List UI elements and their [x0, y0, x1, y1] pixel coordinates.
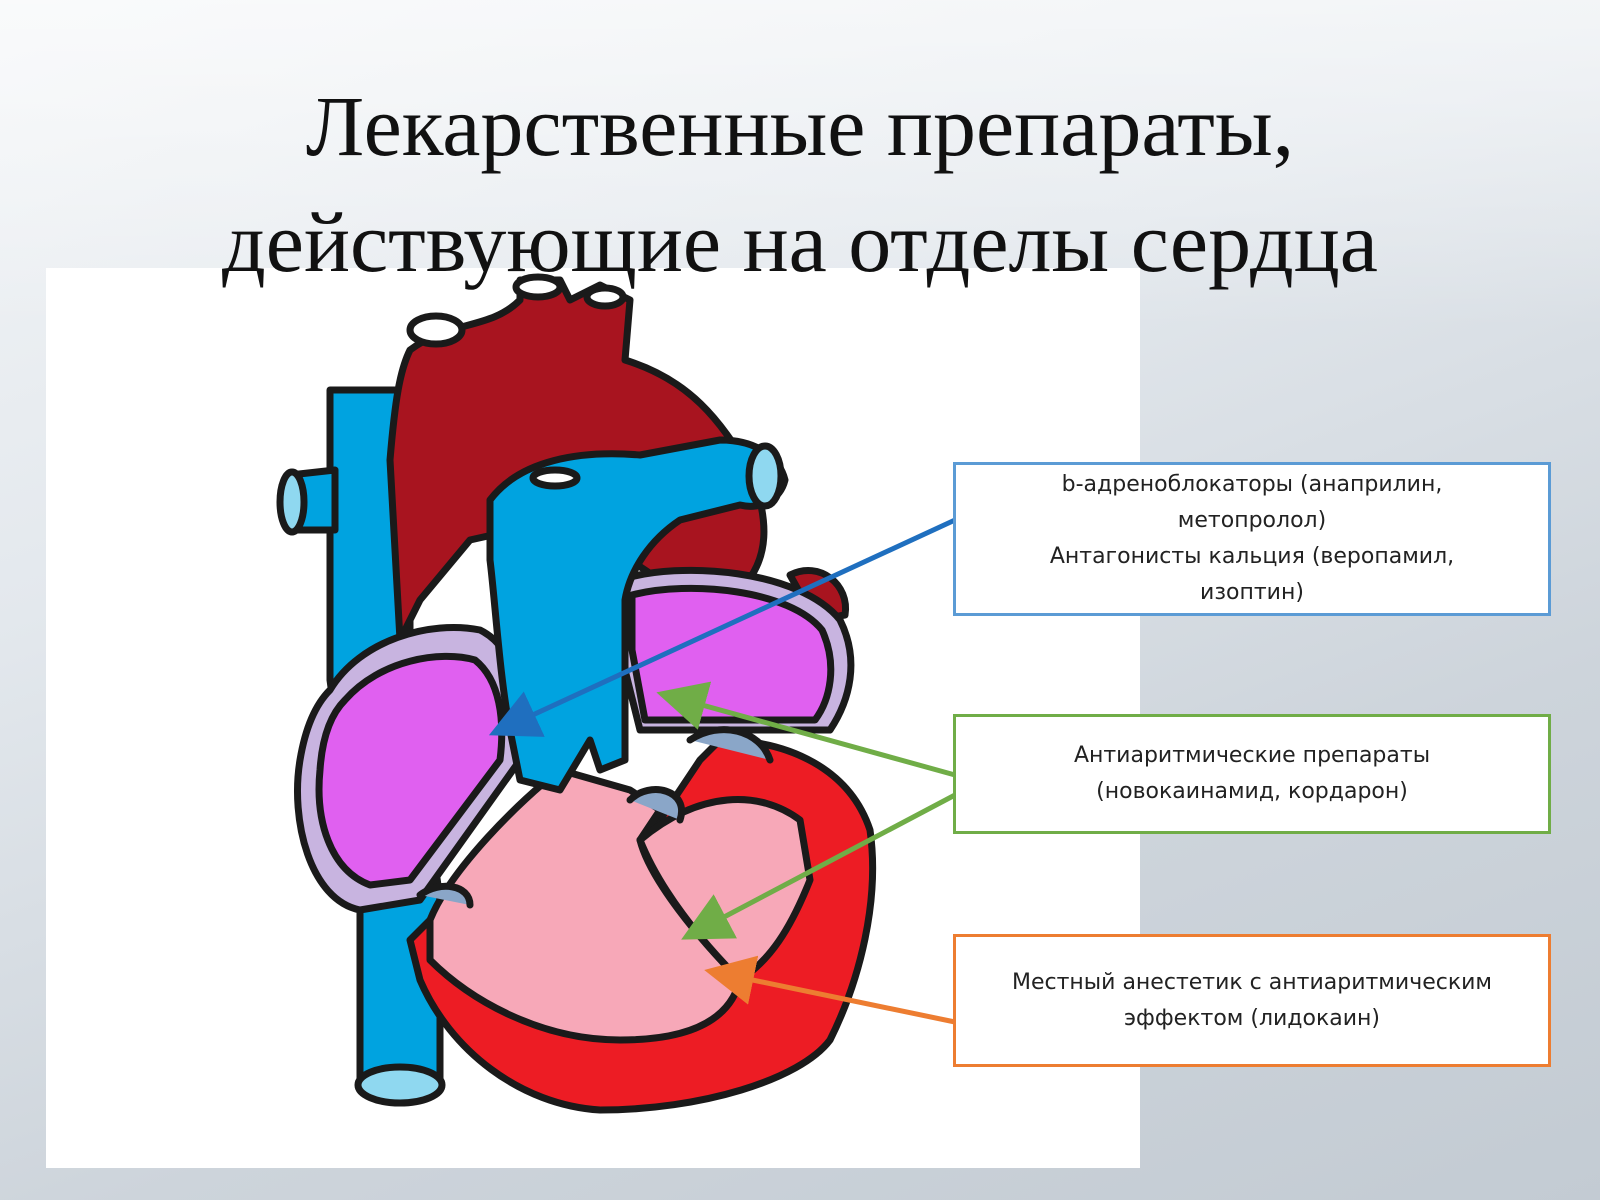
label-line: Антагонисты кальция (веропамил, [1049, 544, 1455, 569]
arrow-green-2 [681, 792, 957, 940]
label-local-anesthetic: Местный анестетик с антиаритмическим эфф… [953, 934, 1551, 1067]
arrow-blue [488, 517, 957, 737]
label-line: Антиаритмические препараты [1073, 743, 1431, 768]
title-line-1: Лекарственные препараты, [305, 78, 1295, 174]
arrow-orange [704, 955, 956, 1025]
label-line: эффектом (лидокаин) [1123, 1005, 1381, 1031]
label-line: изоптин) [1200, 580, 1304, 605]
title-line-2: действующие на отделы сердца [222, 194, 1378, 290]
label-beta-blockers: b-адреноблокаторы (анаприлин, метопролол… [953, 462, 1551, 616]
label-line: метопролол) [1177, 508, 1327, 533]
page-title: Лекарственные препараты, действующие на … [0, 68, 1600, 300]
label-line: b-адреноблокаторы (анаприлин, [1061, 472, 1443, 497]
label-antiarrhythmics: Антиаритмические препараты (новокаинамид… [953, 714, 1551, 834]
label-line: Местный анестетик с антиаритмическим [1011, 969, 1493, 995]
arrow-green-1 [656, 681, 956, 778]
vena-cava-bottom-opening [354, 1063, 446, 1107]
label-line: (новокаинамид, кордарон) [1096, 779, 1408, 804]
